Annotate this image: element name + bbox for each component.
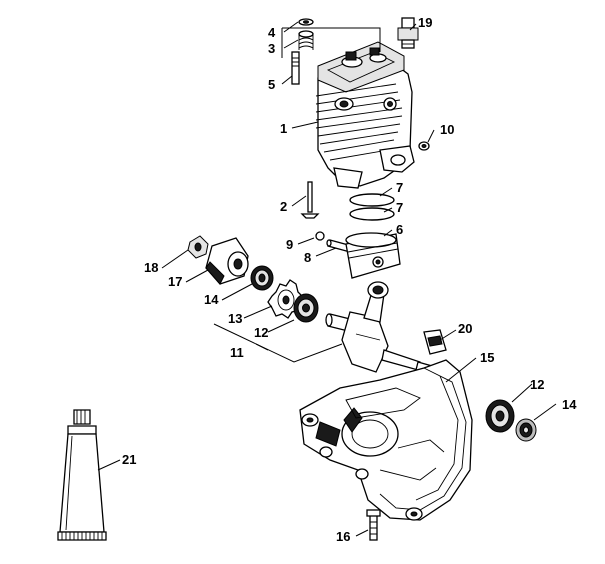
callout-14a: 14 [204, 292, 219, 307]
callout-19: 19 [418, 15, 432, 30]
valve-spring-icon [298, 18, 314, 50]
cylinder-icon [315, 41, 415, 189]
callout-7b: 7 [396, 200, 403, 215]
callout-4: 4 [268, 25, 276, 40]
oil-seal-icon [515, 418, 537, 442]
callout-7a: 7 [396, 180, 403, 195]
callout-16: 16 [336, 529, 350, 544]
callout-3: 3 [268, 41, 275, 56]
callout-21: 21 [122, 452, 136, 467]
bearing-icon [485, 399, 515, 433]
callout-12a: 12 [254, 325, 268, 340]
callout-6: 6 [396, 222, 403, 237]
crankcase-icon [299, 359, 473, 521]
callout-12b: 12 [530, 377, 544, 392]
bearing-icon [250, 265, 274, 291]
leader-lines [97, 21, 557, 537]
callout-8: 8 [304, 250, 311, 265]
callout-18: 18 [144, 260, 158, 275]
crankshaft-icon [325, 281, 433, 373]
callout-11: 11 [230, 345, 244, 360]
bearing-icon [293, 293, 319, 323]
screw-icon [366, 509, 381, 541]
callout-15: 15 [480, 350, 494, 365]
stud-icon [291, 51, 300, 85]
nut-icon [187, 235, 209, 259]
piston-ring-icon [349, 193, 395, 221]
callout-1: 1 [280, 121, 287, 136]
guide-plate-icon [423, 329, 447, 355]
washer-icon [418, 141, 430, 151]
callout-2: 2 [280, 199, 287, 214]
callout-10: 10 [440, 122, 454, 137]
callout-5: 5 [268, 77, 275, 92]
gear-icon [267, 279, 303, 319]
callout-13: 13 [228, 311, 242, 326]
grease-tube-icon [57, 409, 107, 541]
clutch-drum-icon [205, 237, 249, 285]
callout-labels: 4 3 5 19 1 10 7 2 7 6 9 8 18 17 14 13 12… [122, 15, 577, 544]
callout-14b: 14 [562, 397, 577, 412]
piston-icon [345, 232, 401, 279]
spark-plug-icon [397, 17, 419, 49]
valve-icon [300, 181, 320, 219]
callout-9: 9 [286, 237, 293, 252]
callout-17: 17 [168, 274, 182, 289]
callout-20: 20 [458, 321, 472, 336]
